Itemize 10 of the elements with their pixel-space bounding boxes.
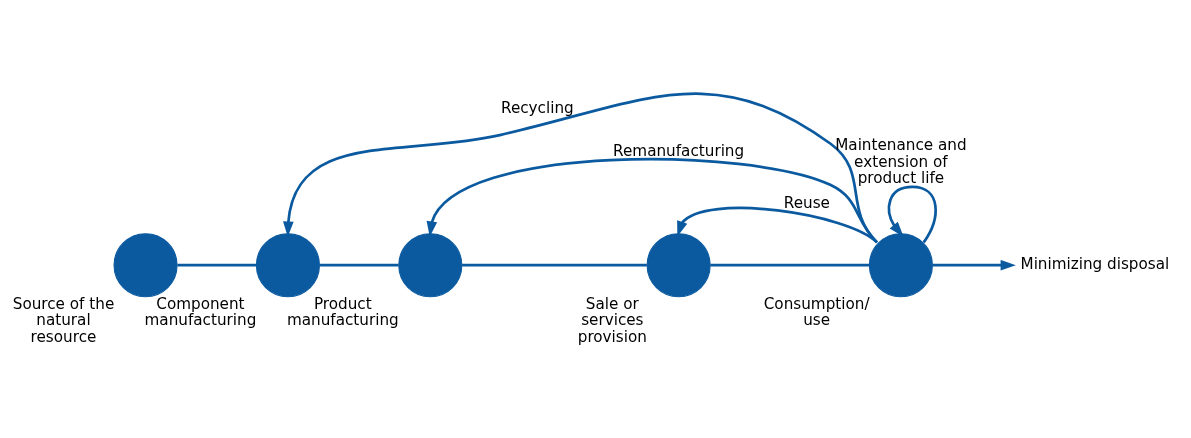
node-label: Component manufacturing [144, 294, 257, 329]
node-label: Source of the natural resource [12, 294, 115, 346]
edge-label: Remanufacturing [613, 141, 745, 160]
edge-label: Reuse [783, 193, 830, 212]
node-label: Sale or services provision [577, 294, 647, 346]
node-label: Consumption/ use [763, 294, 870, 329]
node-text: Minimizing disposal [1020, 254, 1170, 273]
edge-label: Maintenance and extension of product life [835, 135, 967, 187]
node-label: Product manufacturing [286, 294, 399, 329]
edge-label: Recycling [501, 98, 574, 117]
